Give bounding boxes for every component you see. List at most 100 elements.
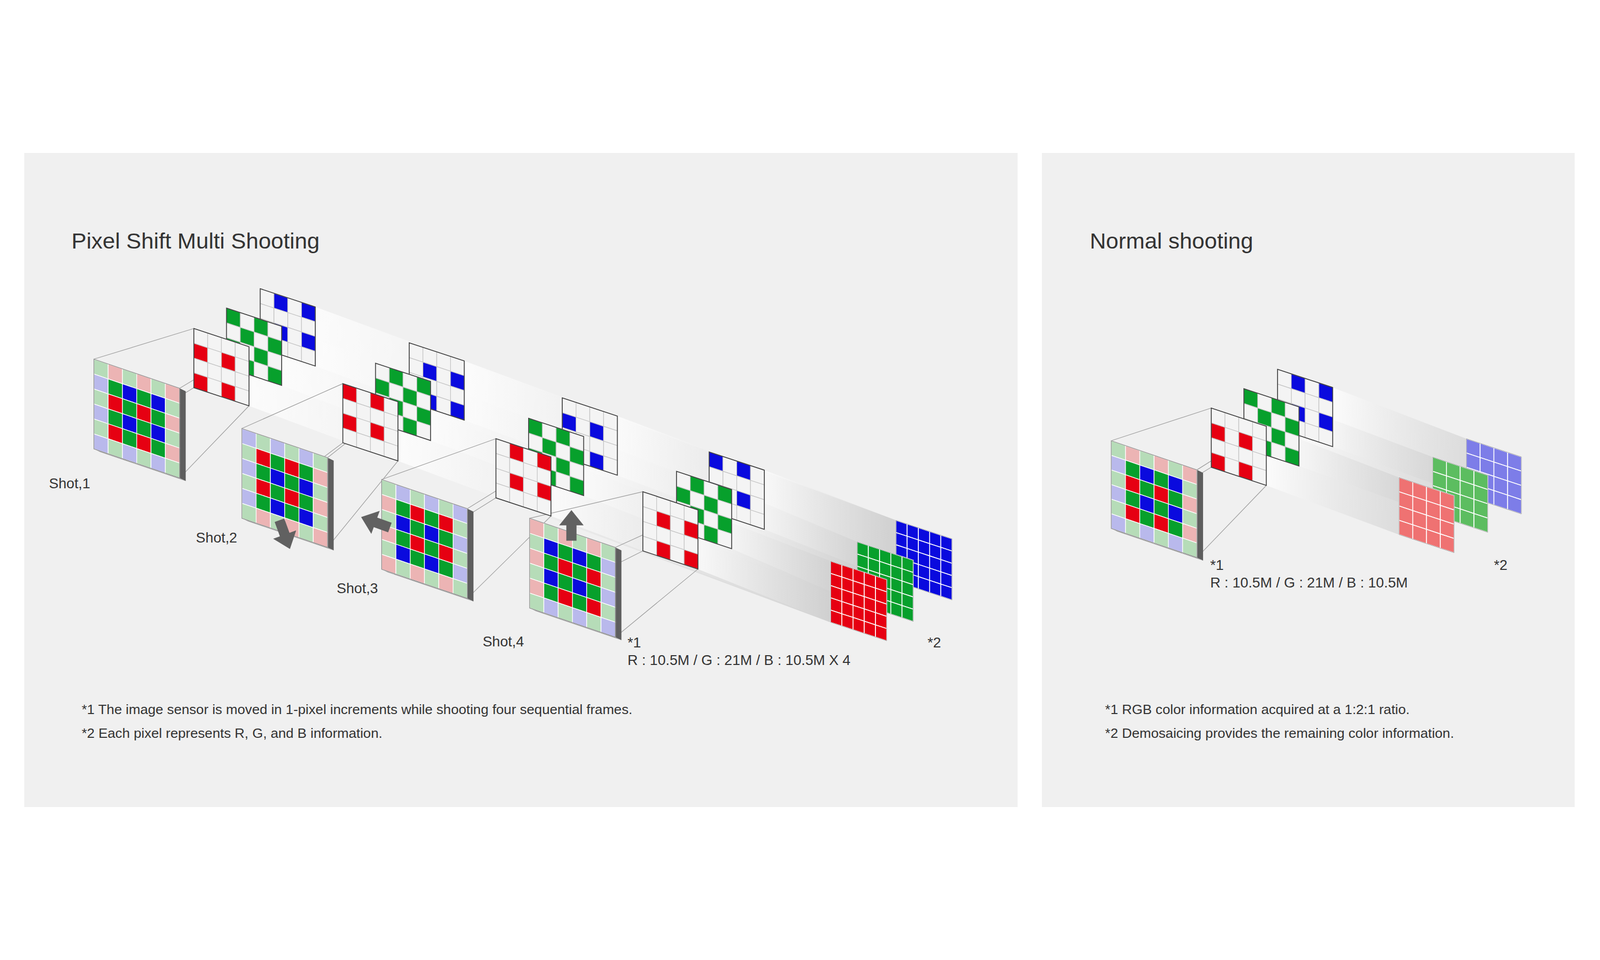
- pixel-cell: [1473, 513, 1488, 533]
- plane-border: [193, 328, 250, 407]
- pixel-cell: [241, 503, 257, 523]
- channel-plane: [642, 491, 699, 570]
- pixel-cell: [356, 432, 371, 452]
- sensor-pixels: [381, 479, 468, 599]
- plane-border: [642, 491, 699, 570]
- light-beam: [249, 346, 831, 623]
- plane-border: [342, 383, 398, 461]
- shot-label: Shot,1: [49, 475, 91, 492]
- footnote: *2 Each pixel represents R, G, and B inf…: [81, 725, 383, 742]
- pixel-cell: [193, 373, 208, 393]
- pixel-cell: [572, 607, 588, 628]
- label-wrap: *1 RGB color information acquired at a 1…: [1104, 701, 1410, 718]
- pixel-cell: [537, 496, 552, 516]
- projection-line: [241, 383, 343, 429]
- pixel-cell: [1211, 452, 1226, 472]
- sensor-side: [327, 457, 334, 551]
- pixel-cell: [864, 621, 876, 638]
- sensor-side: [467, 508, 474, 602]
- label-wrap: R : 10.5M / G : 21M / B : 10.5M: [1210, 574, 1408, 592]
- pixel-cell: [509, 487, 524, 507]
- pixel-cell: [929, 580, 942, 597]
- pixel-cell: [108, 438, 123, 459]
- pixel-cell: [1224, 456, 1239, 476]
- channel-plane: [1211, 408, 1267, 486]
- label-wrap: R : 10.5M / G : 21M / B : 10.5M X 4: [627, 652, 851, 669]
- sensor-border: [381, 479, 468, 599]
- pixel-cell: [1304, 422, 1319, 442]
- label-wrap: Shot,3: [336, 580, 379, 597]
- plane-pixels: [1211, 408, 1267, 486]
- pixel-cell: [1426, 529, 1441, 549]
- pixel-cell: [901, 605, 914, 622]
- label-wrap: *1: [627, 634, 641, 652]
- pixel-cell: [875, 624, 887, 641]
- label-wrap: Shot,4: [482, 633, 525, 651]
- pixel-cell: [395, 559, 411, 579]
- output-planes: [830, 438, 1522, 641]
- pixel-cell: [370, 437, 385, 457]
- image-sensor: [94, 359, 187, 482]
- label-wrap: *1 The image sensor is moved in 1-pixel …: [81, 701, 633, 718]
- projection-line: [467, 516, 551, 599]
- pixel-cell: [556, 471, 571, 491]
- pixel-cell: [1238, 461, 1253, 481]
- note-marker: *1: [1210, 557, 1224, 574]
- pixel-cell: [717, 529, 732, 549]
- output-border: [896, 520, 953, 600]
- pixel-cell: [841, 613, 854, 630]
- sensors-and-planes: [94, 288, 1333, 641]
- pixel-cell: [150, 453, 166, 473]
- pixel-cell: [918, 576, 930, 593]
- pixel-cell: [656, 540, 671, 560]
- pixel-cell: [1154, 528, 1169, 549]
- pixel-cell: [830, 610, 842, 627]
- pixel-cell: [342, 427, 357, 448]
- pixel-cell: [496, 483, 511, 503]
- pixel-cell: [221, 381, 236, 402]
- channel-plane: [496, 438, 552, 517]
- panel-title: Pixel Shift Multi Shooting: [71, 228, 320, 254]
- sensor-border: [1111, 440, 1197, 558]
- output-border: [830, 561, 887, 641]
- projection-line: [615, 568, 699, 638]
- output-plane: [830, 561, 887, 641]
- pixel-cell: [254, 361, 269, 381]
- label-wrap: Shot,2: [195, 529, 238, 547]
- pixel-cell: [438, 573, 454, 594]
- label-wrap: *2 Each pixel represents R, G, and B inf…: [81, 725, 383, 742]
- shift-arrow: [357, 505, 395, 540]
- label-wrap: Shot,1: [49, 475, 91, 492]
- plane-pixels: [496, 438, 552, 517]
- pixel-cell: [543, 597, 559, 618]
- pixel-cell: [703, 525, 718, 545]
- pixel-cell: [558, 603, 573, 623]
- output-border: [1398, 477, 1455, 553]
- pixel-cell: [1318, 427, 1333, 447]
- projection-line: [1111, 408, 1212, 441]
- projection-line: [179, 405, 250, 479]
- output-pixels: [896, 520, 953, 600]
- note-marker: *2: [927, 634, 942, 651]
- pixel-cell: [122, 443, 137, 464]
- panel-title-wrap: Normal shooting: [1089, 228, 1254, 254]
- label-wrap: *1: [1210, 557, 1224, 574]
- shot-label: Shot,2: [195, 529, 238, 546]
- channel-plane: [342, 383, 398, 461]
- shot-label: Shot,4: [482, 633, 525, 650]
- pixel-cell: [684, 549, 699, 569]
- pixel-cell: [853, 617, 865, 634]
- output-plane: [1398, 477, 1455, 553]
- shift-arrows: [267, 505, 584, 554]
- channel-plane: [193, 328, 250, 407]
- pixel-cell: [383, 441, 398, 461]
- plane-pixels: [342, 383, 398, 461]
- shift-arrow: [559, 510, 584, 541]
- pixel-cell: [1440, 533, 1455, 553]
- pixel-cell: [603, 455, 618, 475]
- pixel-cell: [436, 396, 451, 416]
- pixel-cell: [165, 458, 180, 479]
- pixel-cell: [736, 505, 751, 525]
